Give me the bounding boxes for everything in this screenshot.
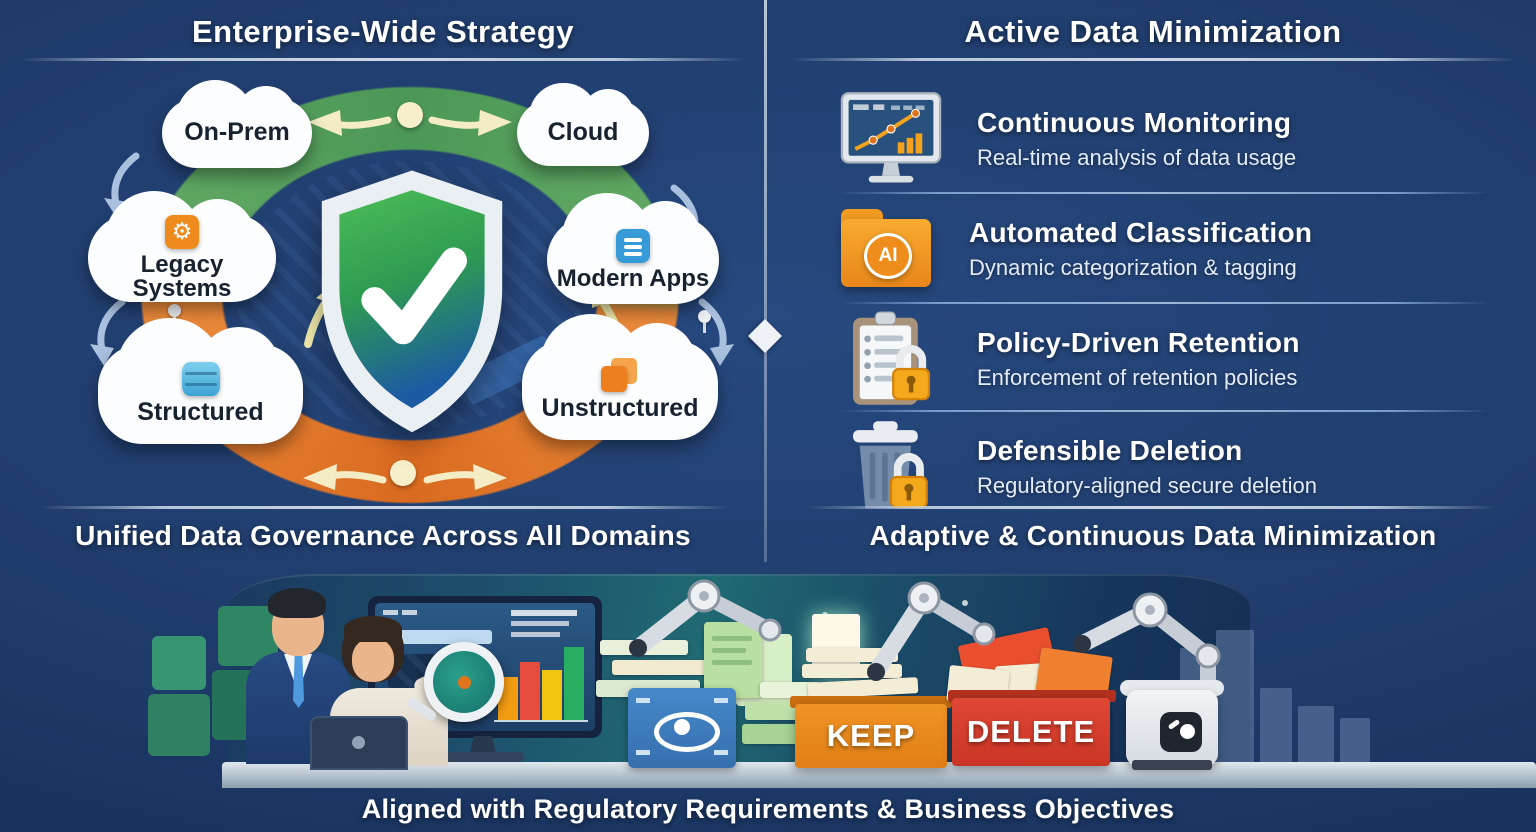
bar: [564, 646, 584, 721]
monitor-stand: [470, 736, 496, 754]
man-hair: [268, 588, 326, 618]
curve-arrow-icon: [90, 298, 126, 366]
feature-subtitle: Enforcement of retention policies: [977, 365, 1298, 390]
node-label: Legacy Systems: [132, 250, 232, 302]
curve-arrow-icon: [698, 298, 734, 366]
feature-policy-driven-retention: Policy-Driven Retention Enforcement of r…: [835, 310, 1495, 408]
robot-base-foot: [1132, 760, 1212, 770]
feature-divider: [840, 192, 1490, 194]
left-panel-title: Enterprise-Wide Strategy: [191, 14, 575, 49]
ai-folder-icon: AI: [835, 205, 939, 293]
skyline-building: [1260, 688, 1292, 766]
robot-arm-icon: [867, 581, 996, 681]
laptop: [310, 716, 408, 770]
arc-node-top: [397, 102, 423, 128]
sparkle-decor: [962, 600, 968, 606]
node-structured: Structured: [98, 318, 303, 444]
delete-box: DELETE: [952, 698, 1110, 766]
node-on-prem: On-Prem: [162, 79, 312, 168]
feature-text: Defensible Deletion Regulatory-aligned s…: [977, 435, 1317, 499]
skyline-building: [1340, 718, 1370, 766]
magnifier-icon: [424, 642, 504, 722]
feature-title: Automated Classification: [969, 217, 1313, 248]
left-caption-line: [40, 506, 730, 509]
right-caption-line: [806, 506, 1496, 509]
laptop-logo-icon: [352, 736, 365, 749]
database-icon: [181, 362, 220, 397]
flow-arrows-bottom-icon: [303, 464, 507, 490]
feature-defensible-deletion: Defensible Deletion Regulatory-aligned s…: [835, 418, 1495, 516]
shield-check-icon: [321, 170, 503, 433]
node-label: On-Prem: [184, 118, 290, 147]
app-list-icon: [616, 228, 650, 263]
robot-arm-icon: [1073, 592, 1221, 694]
node-label: Structured: [137, 398, 264, 427]
folder-copy-icon: [601, 358, 639, 393]
feature-automated-classification: AI Automated Classification Dynamic cate…: [835, 200, 1495, 298]
feature-text: Policy-Driven Retention Enforcement of r…: [977, 327, 1300, 391]
left-panel-caption: Unified Data Governance Across All Domai…: [75, 520, 691, 551]
monitor-chart-icon: [840, 92, 942, 183]
node-legacy-systems: ⚙ Legacy Systems: [88, 191, 276, 302]
node-modern-apps: Modern Apps: [547, 193, 719, 304]
bottom-caption: Aligned with Regulatory Requirements & B…: [361, 794, 1175, 824]
ai-badge: AI: [864, 233, 912, 279]
keep-label: KEEP: [826, 718, 916, 753]
node-cloud: Cloud: [517, 82, 649, 166]
left-title-underline: [20, 58, 746, 61]
scanner-box: [628, 688, 736, 768]
trash-lock-icon: [853, 421, 928, 509]
feature-continuous-monitoring: Continuous Monitoring Real-time analysis…: [835, 90, 1495, 188]
robot-arm-icon: [629, 579, 782, 657]
delete-label: DELETE: [966, 714, 1096, 749]
bar: [520, 661, 540, 721]
data-cube: [152, 636, 206, 690]
skyline-building: [1216, 630, 1254, 766]
panel-divider: [764, 0, 767, 562]
monitor-base: [444, 752, 524, 762]
eye-icon: [654, 712, 720, 752]
ring-pin-right-icon: [698, 310, 711, 333]
skyline-building: [1298, 706, 1334, 766]
node-unstructured: Unstructured: [522, 314, 718, 440]
ring-pin-left-icon: [168, 304, 181, 327]
node-label: Cloud: [547, 118, 619, 147]
man-tie: [293, 656, 304, 708]
camera-lens-icon: [1180, 724, 1195, 739]
feature-title: Defensible Deletion: [977, 435, 1243, 466]
divider-diamond-icon: [748, 319, 782, 353]
clipboard-lock-icon: [853, 311, 931, 405]
right-title-underline: [790, 58, 1516, 61]
woman-head: [352, 638, 394, 682]
feature-subtitle: Regulatory-aligned secure deletion: [977, 473, 1317, 498]
node-label: Unstructured: [541, 394, 699, 423]
right-panel-title: Active Data Minimization: [964, 14, 1342, 49]
feature-divider: [840, 302, 1490, 304]
data-cube: [148, 694, 210, 756]
node-label: Modern Apps: [556, 264, 710, 292]
feature-title: Policy-Driven Retention: [977, 327, 1300, 358]
right-panel-caption: Adaptive & Continuous Data Minimization: [869, 520, 1437, 551]
feature-text: Automated Classification Dynamic categor…: [969, 217, 1312, 281]
feature-subtitle: Real-time analysis of data usage: [977, 145, 1297, 170]
flow-arrows-top-icon: [308, 110, 512, 136]
woman-fringe: [344, 616, 402, 642]
green-document: [704, 622, 762, 698]
gear-icon: ⚙: [165, 214, 199, 249]
arc-node-bottom: [390, 460, 416, 486]
robot-camera-panel: [1160, 712, 1202, 752]
robot-base: [1126, 690, 1218, 766]
keep-box: KEEP: [795, 704, 947, 768]
dashboard-searchbar: [390, 629, 492, 644]
feature-text: Continuous Monitoring Real-time analysis…: [977, 107, 1296, 171]
feature-subtitle: Dynamic categorization & tagging: [969, 255, 1297, 280]
feature-divider: [840, 410, 1490, 412]
bar: [542, 669, 562, 721]
feature-title: Continuous Monitoring: [977, 107, 1292, 138]
